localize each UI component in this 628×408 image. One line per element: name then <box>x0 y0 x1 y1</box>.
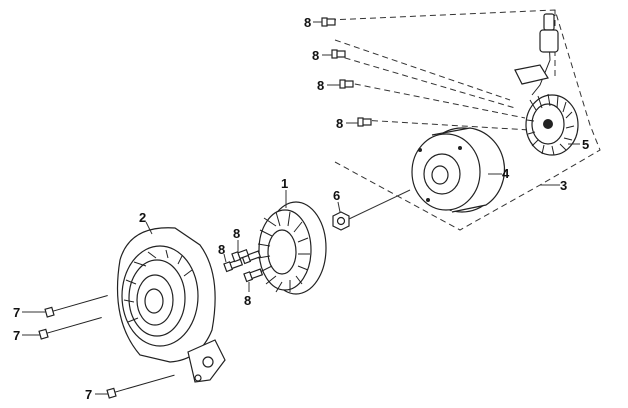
callout-screw-5: 8 <box>233 226 240 241</box>
magneto-assembly-boundary <box>329 9 601 231</box>
fan-cover <box>116 227 226 383</box>
callout-cover-bolt-1: 7 <box>13 305 20 320</box>
callout-screw-2: 8 <box>312 48 319 63</box>
callout-fan: 1 <box>281 176 288 191</box>
flywheel <box>411 127 506 213</box>
stator-screws <box>321 17 372 127</box>
callout-screw-4: 8 <box>336 116 343 131</box>
callout-fan-cover: 2 <box>139 210 146 225</box>
callout-cover-bolt-2: 7 <box>13 328 20 343</box>
callout-stator: 5 <box>582 137 589 152</box>
callout-magneto-assembly: 3 <box>560 178 567 193</box>
callout-screw-7: 8 <box>244 293 251 308</box>
nut <box>332 189 411 231</box>
callout-screw-6: 8 <box>218 242 225 257</box>
leader-lines <box>22 21 580 395</box>
fan-screws <box>223 248 264 283</box>
callout-flywheel: 4 <box>502 166 510 181</box>
stator <box>514 13 579 156</box>
callout-nut: 6 <box>333 188 340 203</box>
callout-cover-bolt-3: 7 <box>85 387 92 402</box>
callout-screw-1: 8 <box>304 15 311 30</box>
cover-bolts <box>38 294 175 399</box>
fan <box>257 201 327 295</box>
callouts: 1 2 3 4 5 6 7 7 7 8 8 8 8 8 8 8 <box>13 15 589 402</box>
callout-screw-3: 8 <box>317 78 324 93</box>
